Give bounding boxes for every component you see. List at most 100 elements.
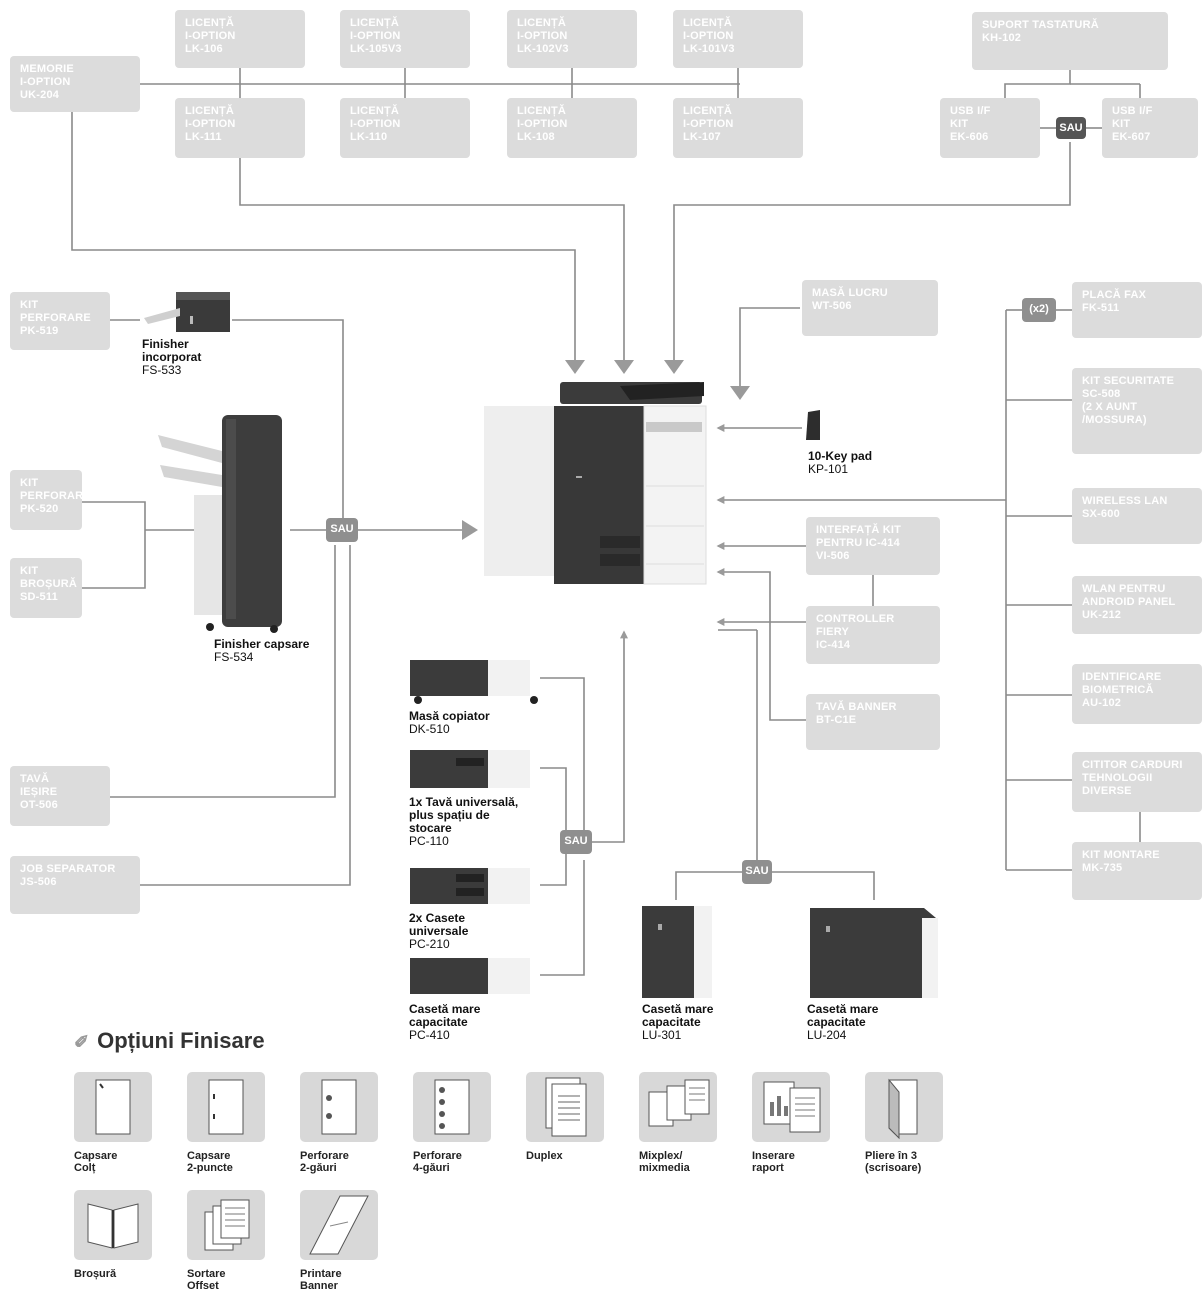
fs533-code: FS-533	[142, 363, 182, 377]
keypad-label: 10-Key pad KP-101	[808, 450, 872, 476]
finish-label: Mixplex/ mixmedia	[639, 1150, 690, 1174]
lu301-name: Casetă mare capacitate	[642, 1002, 714, 1029]
lu204-code: LU-204	[807, 1028, 847, 1042]
wlan-android-box: WLAN PENTRU ANDROID PANEL UK-212	[1072, 576, 1202, 634]
fs534-code: FS-534	[214, 650, 254, 664]
offset-sort-icon	[187, 1190, 265, 1260]
tava-banner-box: TAVĂ BANNER BT-C1e	[806, 694, 940, 750]
memorie-uk204-box: MEMORIE I-OPTION UK-204	[10, 56, 140, 112]
pc410-code: PC-410	[409, 1028, 450, 1042]
kit-montare-box: KIT MONTARE MK-735	[1072, 842, 1202, 900]
finish-label: Capsare Colț	[74, 1150, 118, 1174]
finish-brosura: Broșură	[74, 1190, 166, 1280]
wireless-lan-box: WIRELESS LAN SX-600	[1072, 488, 1202, 544]
finish-label: Capsare 2-puncte	[187, 1150, 233, 1174]
dk510-label: Masă copiator DK-510	[409, 710, 490, 736]
keypad-image	[806, 410, 820, 440]
finish-pliere-3: Pliere în 3 (scrisoare)	[865, 1072, 957, 1174]
corner-staple-icon	[74, 1072, 152, 1142]
finish-perforare-2gauri: Perforare 2-găuri	[300, 1072, 392, 1174]
finish-perforare-4gauri: Perforare 4-găuri	[413, 1072, 505, 1174]
kit-securitate-box: KIT SECURITATE SC-508 (2 x aunt /mossura…	[1072, 368, 1202, 454]
fs534-name: Finisher capsare	[214, 637, 310, 651]
licenta-lk107-box: LICENȚĂ I-OPTION LK-107	[673, 98, 803, 158]
finish-label: Printare Banner	[300, 1268, 342, 1292]
finish-sortare-offset: Sortare Offset	[187, 1190, 279, 1292]
dk510-name: Masă copiator	[409, 709, 490, 723]
identificare-biometrica-box: IDENTIFICARE BIOMETRICĂ AU-102	[1072, 664, 1202, 724]
lu301-image	[642, 906, 712, 998]
controller-fiery-box: CONTROLLER FIERY IC-414	[806, 606, 940, 664]
finish-label: Perforare 2-găuri	[300, 1150, 349, 1174]
pc210-image	[410, 868, 530, 904]
tava-iesire-box: TAVĂ IEȘIRE OT-506	[10, 766, 110, 826]
finish-mixplex: Mixplex/ mixmedia	[639, 1072, 731, 1174]
finishing-title-text: Opțiuni Finisare	[97, 1028, 265, 1053]
lu204-name: Casetă mare capacitate	[807, 1002, 879, 1029]
pc210-name: 2x Casete universale	[409, 911, 469, 938]
duplex-icon	[526, 1072, 604, 1142]
fs533-name: Finisher incorporat	[142, 337, 202, 364]
sau-badge-usb: SAU	[1056, 117, 1086, 139]
job-separator-box: JOB SEPARATOR JS-506	[10, 856, 140, 914]
licenta-lk102-box: LICENȚĂ I-OPTION LK-102v3	[507, 10, 637, 68]
pc110-image	[410, 750, 530, 788]
finishing-options-title: ✐ Opțiuni Finisare	[74, 1028, 265, 1054]
finish-label: Inserare raport	[752, 1150, 795, 1174]
sau-badge-lu: SAU	[742, 860, 772, 884]
perforare-pk519-box: KIT PERFORARE PK-519	[10, 292, 110, 350]
report-insert-icon	[752, 1072, 830, 1142]
finish-capsare-colt: Capsare Colț	[74, 1072, 166, 1174]
pencil-icon: ✐	[74, 1032, 90, 1052]
placa-fax-box: PLACĂ FAX FK-511	[1072, 282, 1202, 338]
booklet-icon	[74, 1190, 152, 1260]
pc410-label: Casetă mare capacitate PC-410	[409, 1003, 480, 1042]
banner-print-icon	[300, 1190, 378, 1260]
pc110-code: PC-110	[409, 834, 449, 848]
finish-label: Sortare Offset	[187, 1268, 226, 1292]
two-point-staple-icon	[187, 1072, 265, 1142]
two-hole-punch-icon	[300, 1072, 378, 1142]
sau-badge-feeder: SAU	[560, 830, 592, 854]
licenta-lk101-box: LICENȚĂ I-OPTION LK-101v3	[673, 10, 803, 68]
finish-capsare-2puncte: Capsare 2-puncte	[187, 1072, 279, 1174]
fs534-label: Finisher capsare FS-534	[214, 638, 309, 664]
dk510-code: DK-510	[409, 722, 450, 736]
interfata-kit-box: INTERFAȚĂ KIT PENTRU IC-414 VI-506	[806, 517, 940, 575]
finisher-fs534-image	[158, 415, 282, 633]
pc110-name: 1x Tavă universală, plus spațiu de stoca…	[409, 795, 519, 835]
letter-fold-icon	[865, 1072, 943, 1142]
pc410-name: Casetă mare capacitate	[409, 1002, 481, 1029]
finish-label: Pliere în 3 (scrisoare)	[865, 1150, 922, 1174]
finish-duplex: Duplex	[526, 1072, 618, 1162]
pc410-image	[410, 958, 530, 994]
four-hole-punch-icon	[413, 1072, 491, 1142]
perforare-pk520-box: KIT PERFORARE PK-520	[10, 470, 91, 530]
pc110-label: 1x Tavă universală, plus spațiu de stoca…	[409, 796, 518, 848]
lu301-code: LU-301	[642, 1028, 682, 1042]
finisher-fs533-image	[144, 292, 230, 332]
lu204-image	[810, 908, 938, 998]
usb-ek606-box: USB I/F KIT EK-606	[940, 98, 1040, 158]
cititor-carduri-box: CITITOR CARDURI TEHNOLOGII DIVERSE	[1072, 752, 1202, 812]
pc210-code: PC-210	[409, 937, 450, 951]
pc210-label: 2x Casete universale PC-210	[409, 912, 468, 951]
lu204-label: Casetă mare capacitate LU-204	[807, 1003, 878, 1042]
sau-badge-finisher: SAU	[326, 518, 358, 542]
finish-label: Perforare 4-găuri	[413, 1150, 462, 1174]
finish-label: Broșură	[74, 1268, 117, 1280]
finish-inserare-raport: Inserare raport	[752, 1072, 844, 1174]
dk510-image	[410, 660, 538, 704]
licenta-lk105-box: LICENȚĂ I-OPTION LK-105v3	[340, 10, 470, 68]
finish-label: Duplex	[526, 1150, 563, 1162]
mixplex-icon	[639, 1072, 717, 1142]
masa-lucru-box: MASĂ LUCRU WT-506	[802, 280, 938, 336]
lu301-label: Casetă mare capacitate LU-301	[642, 1003, 713, 1042]
keypad-code: KP-101	[808, 462, 849, 476]
x2-badge: (x2)	[1022, 298, 1056, 322]
mfp-main-device-image	[484, 382, 707, 585]
licenta-lk106-box: LICENȚĂ I-OPTION LK-106	[175, 10, 305, 68]
keypad-name: 10-Key pad	[808, 449, 873, 463]
fs533-label: Finisher incorporat FS-533	[142, 338, 201, 377]
